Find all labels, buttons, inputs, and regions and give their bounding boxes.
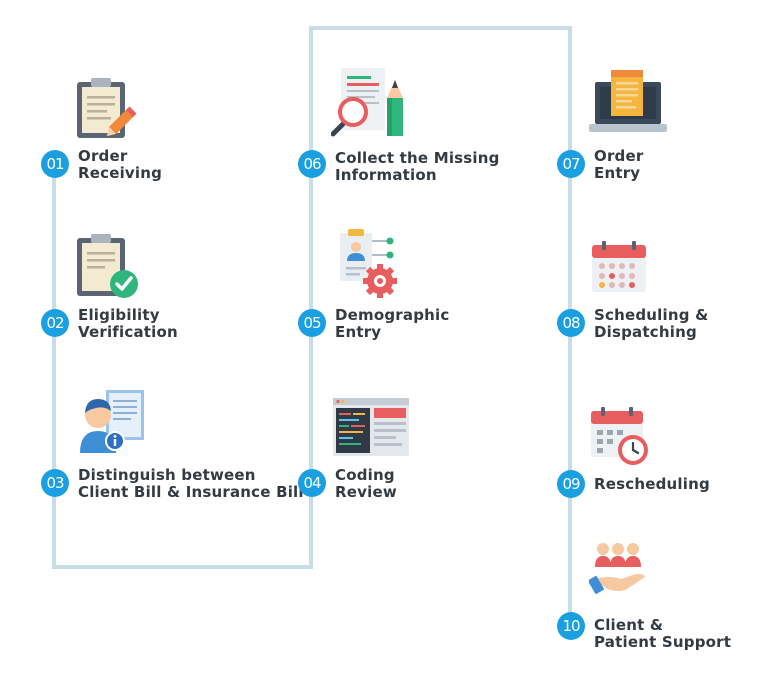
clipboard-check-icon — [77, 234, 138, 298]
step-number-badge: 10 — [557, 612, 585, 640]
step-label-line2: Receiving — [78, 164, 163, 182]
step-label: Order Receiving — [78, 148, 162, 182]
step-label-line1: Order — [594, 147, 644, 165]
code-window-icon — [333, 398, 409, 456]
step-number-badge: 06 — [298, 150, 326, 178]
step-number-badge: 09 — [557, 470, 585, 498]
document-magnifier-pencil-icon — [331, 68, 403, 137]
profile-gear-icon — [340, 229, 397, 298]
laptop-document-icon — [589, 70, 667, 132]
step-label-line1: Order — [78, 147, 128, 165]
step-label-line2: Verification — [78, 323, 178, 341]
step-label: Scheduling & Dispatching — [594, 307, 708, 341]
step-label-line1: Client & — [594, 616, 664, 634]
step-label-line1: Coding — [335, 466, 395, 484]
step-label-line1: Scheduling & — [594, 306, 709, 324]
step-number-badge: 08 — [557, 309, 585, 337]
calendar-icon — [592, 241, 646, 292]
step-label-line2: Entry — [594, 164, 641, 182]
clipboard-pencil-icon — [77, 78, 136, 138]
step-label-line2: Client Bill & Insurance Bill — [78, 483, 304, 501]
step-label: Order Entry — [594, 148, 643, 182]
step-number-badge: 05 — [298, 309, 326, 337]
step-label: Collect the Missing Information — [335, 150, 500, 184]
step-label-line2: Dispatching — [594, 323, 697, 341]
step-label-line1: Demographic — [335, 306, 450, 324]
step-label-line2: Entry — [335, 323, 382, 341]
step-number-badge: 03 — [41, 469, 69, 497]
step-label-line2: Review — [335, 483, 397, 501]
step-label-line1: Distinguish between — [78, 466, 256, 484]
step-number-badge: 07 — [557, 150, 585, 178]
step-label: Coding Review — [335, 467, 397, 501]
step-label: Rescheduling — [594, 476, 710, 493]
step-label: Eligibility Verification — [78, 307, 178, 341]
step-label: Demographic Entry — [335, 307, 449, 341]
step-label-line1: Collect the Missing — [335, 149, 500, 167]
step-number-badge: 04 — [298, 469, 326, 497]
step-label-line2: Information — [335, 166, 437, 184]
step-number-badge: 02 — [41, 309, 69, 337]
step-label-line1: Rescheduling — [594, 475, 710, 493]
hand-people-icon — [589, 543, 645, 595]
step-label: Distinguish between Client Bill & Insura… — [78, 467, 304, 501]
step-label-line2: Patient Support — [594, 633, 732, 651]
step-label-line1: Eligibility — [78, 306, 160, 324]
step-number-badge: 01 — [41, 150, 69, 178]
calendar-clock-icon — [591, 407, 648, 465]
person-document-info-icon — [80, 390, 144, 453]
step-label: Client & Patient Support — [594, 617, 731, 651]
